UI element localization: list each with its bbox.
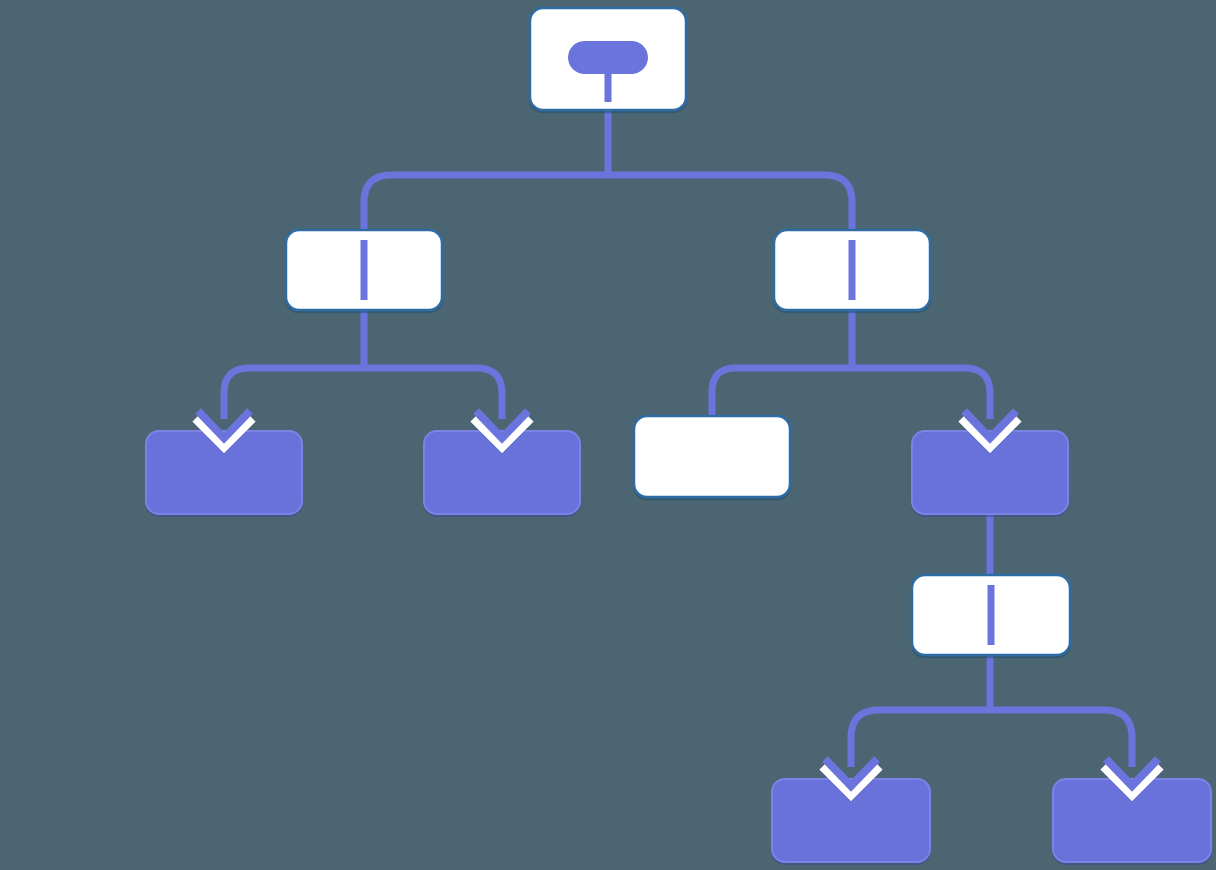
chevron-white-layer [819, 760, 883, 802]
chevron-white-layer [470, 412, 534, 454]
node-leaf-c[interactable] [632, 414, 792, 499]
arrow-down-chevron-icon [1100, 756, 1164, 802]
node-leaf-g[interactable] [1052, 778, 1212, 863]
chevron-purple-layer [961, 408, 1019, 444]
node-root[interactable] [528, 6, 688, 112]
chevron-purple-layer [1103, 756, 1161, 792]
connector-edge-rail-bottom [847, 706, 1136, 767]
node-leaf-b[interactable] [423, 430, 581, 515]
arrow-down-chevron-icon [192, 408, 256, 454]
node-pass-e[interactable] [910, 573, 1072, 657]
chevron-purple-layer [473, 408, 531, 444]
arrow-down-chevron-icon [819, 756, 883, 802]
connector-edge-rail-right [708, 364, 994, 419]
arrow-down-chevron-icon [958, 408, 1022, 454]
node-branch-left[interactable] [284, 228, 444, 312]
chevron-white-layer [1100, 760, 1164, 802]
root-topic-pill [568, 41, 648, 74]
node-card-filled [771, 778, 931, 863]
arrow-down-chevron-icon [470, 408, 534, 454]
node-card-filled [423, 430, 581, 515]
node-card-filled [911, 430, 1069, 515]
node-card-filled [1052, 778, 1212, 863]
chevron-white-layer [192, 412, 256, 454]
node-leaf-f[interactable] [771, 778, 931, 863]
node-card-filled [145, 430, 303, 515]
chevron-white-layer [958, 412, 1022, 454]
chevron-purple-layer [195, 408, 253, 444]
connector-edge-rail-top [360, 171, 856, 230]
node-leaf-d[interactable] [911, 430, 1069, 515]
chevron-purple-layer [822, 756, 880, 792]
node-branch-right[interactable] [772, 228, 932, 312]
connector-edge-rail-left [220, 364, 506, 419]
node-leaf-a[interactable] [145, 430, 303, 515]
node-card [632, 414, 792, 499]
